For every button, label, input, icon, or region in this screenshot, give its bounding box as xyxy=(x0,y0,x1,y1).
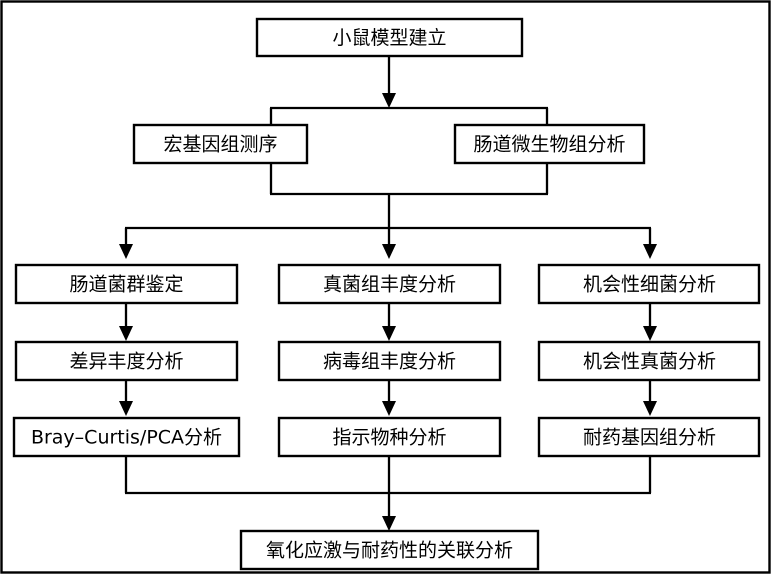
node-root[interactable]: 小鼠模型建立 xyxy=(255,17,524,58)
arrowhead-bar2-to-col3 xyxy=(643,244,657,259)
node-col2-row3[interactable]: 指示物种分析 xyxy=(277,416,502,458)
node-col2-row1[interactable]: 真菌组丰度分析 xyxy=(277,263,502,305)
node-level2-left-label: 宏基因组测序 xyxy=(163,134,277,156)
node-col1-row2-label: 差异丰度分析 xyxy=(69,351,183,373)
arrowhead-bar2-to-col2 xyxy=(382,244,396,259)
node-level2-left[interactable]: 宏基因组测序 xyxy=(132,123,309,165)
node-col2-row3-box[interactable] xyxy=(277,416,502,458)
arrowhead-col2-row1-to-row2 xyxy=(382,326,396,341)
node-col3-row3-box[interactable] xyxy=(537,416,761,458)
node-col1-row2-box[interactable] xyxy=(14,340,239,382)
arrowhead-bar2-to-col1 xyxy=(119,244,133,259)
node-col1-row2[interactable]: 差异丰度分析 xyxy=(14,340,239,382)
node-col3-row1-label: 机会性细菌分析 xyxy=(583,274,716,296)
node-col3-row2-box[interactable] xyxy=(537,340,761,382)
node-col3-row3-label: 耐药基因组分析 xyxy=(583,427,716,449)
arrowhead-bottom-bar-to-final xyxy=(382,516,396,531)
node-col2-row1-box[interactable] xyxy=(277,263,502,305)
node-root-label: 小鼠模型建立 xyxy=(332,27,446,49)
node-root-box[interactable] xyxy=(255,17,524,58)
node-col1-row1-label: 肠道菌群鉴定 xyxy=(69,274,183,296)
arrowhead-col1-row2-to-row3 xyxy=(119,401,133,416)
node-col2-row2-box[interactable] xyxy=(277,340,502,382)
node-col1-row3-box[interactable] xyxy=(12,416,241,458)
arrowhead-col3-row1-to-row2 xyxy=(643,326,657,341)
node-level2-right-box[interactable] xyxy=(453,123,646,165)
node-col3-row2[interactable]: 机会性真菌分析 xyxy=(537,340,761,382)
arrowhead-col1-row1-to-row2 xyxy=(119,326,133,341)
node-final-label: 氧化应激与耐药性的关联分析 xyxy=(266,540,513,562)
node-col3-row1-box[interactable] xyxy=(537,263,761,305)
node-level2-left-box[interactable] xyxy=(132,123,309,165)
node-col2-row1-label: 真菌组丰度分析 xyxy=(323,274,456,296)
node-level2-right[interactable]: 肠道微生物组分析 xyxy=(453,123,646,165)
node-col1-row1[interactable]: 肠道菌群鉴定 xyxy=(14,263,239,305)
node-final[interactable]: 氧化应激与耐药性的关联分析 xyxy=(239,529,540,571)
node-col3-row3[interactable]: 耐药基因组分析 xyxy=(537,416,761,458)
arrowhead-col3-row2-to-row3 xyxy=(643,401,657,416)
node-col2-row3-label: 指示物种分析 xyxy=(332,427,446,449)
arrowhead-root-to-bar1 xyxy=(382,93,396,108)
node-col1-row3[interactable]: Bray–Curtis/PCA分析 xyxy=(12,416,241,458)
node-final-box[interactable] xyxy=(239,529,540,571)
node-col3-row2-label: 机会性真菌分析 xyxy=(583,351,716,373)
node-col2-row2[interactable]: 病毒组丰度分析 xyxy=(277,340,502,382)
node-col1-row3-label: Bray–Curtis/PCA分析 xyxy=(31,427,222,449)
node-col1-row1-box[interactable] xyxy=(14,263,239,305)
node-col3-row1[interactable]: 机会性细菌分析 xyxy=(537,263,761,305)
node-col2-row2-label: 病毒组丰度分析 xyxy=(323,351,456,373)
node-level2-right-label: 肠道微生物组分析 xyxy=(473,134,625,156)
arrowhead-col2-row2-to-row3 xyxy=(382,401,396,416)
